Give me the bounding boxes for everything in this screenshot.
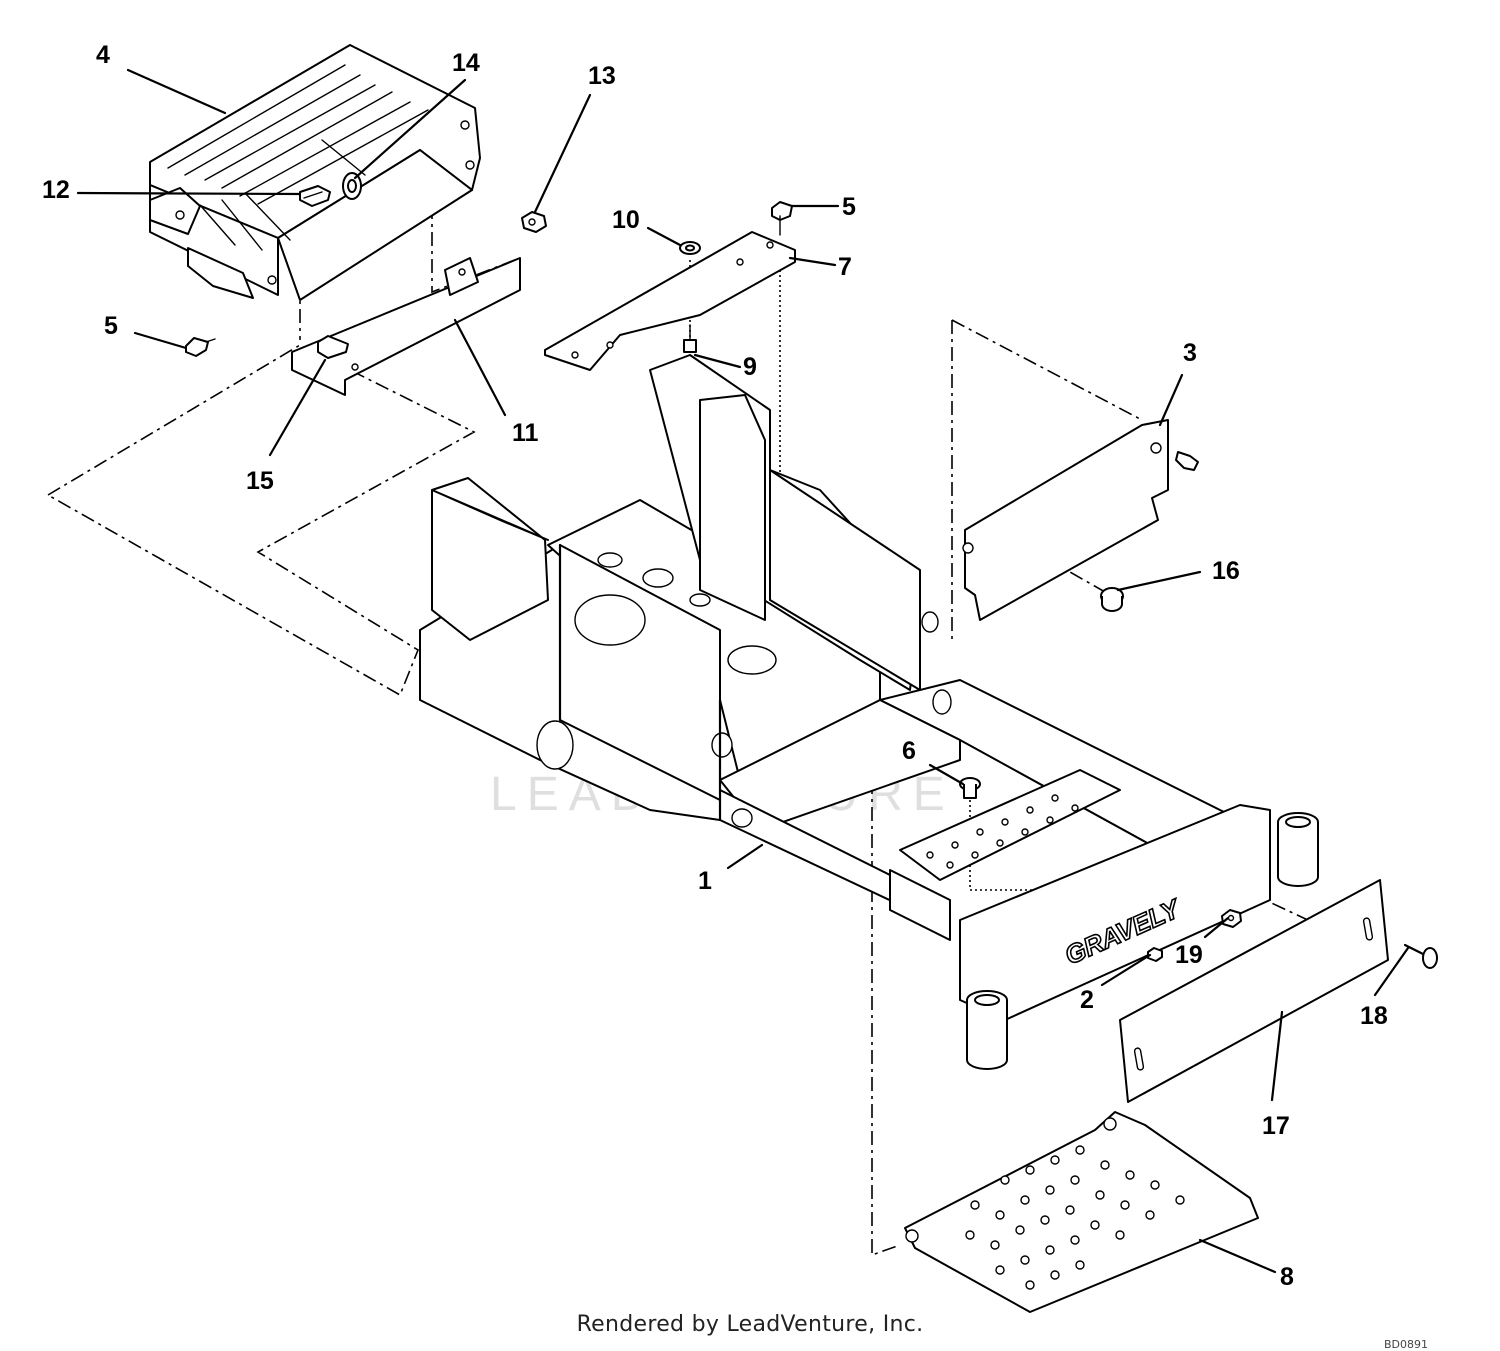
callout-6: 6 (902, 737, 916, 765)
bolt-part-6 (959, 777, 981, 799)
callout-9: 9 (743, 353, 757, 381)
bar-part-17 (1119, 879, 1389, 1103)
callout-5-top: 5 (842, 193, 856, 221)
callout-4: 4 (96, 41, 110, 69)
bolt-part-5-top (771, 201, 793, 236)
bolt-part-5-left (185, 337, 216, 357)
nut-part-2 (1147, 947, 1163, 962)
callout-3: 3 (1183, 339, 1197, 367)
washer-part-14 (342, 172, 362, 200)
seat-pan-part-4 (149, 44, 481, 301)
pin-part-18 (1403, 943, 1438, 969)
caster-tube-left (966, 990, 1008, 1070)
diagram-code: BD0891 (1384, 1338, 1429, 1351)
callout-7: 7 (838, 253, 852, 281)
callout-8: 8 (1280, 1263, 1294, 1291)
callout-13: 13 (588, 62, 616, 90)
nut-part-19 (1221, 909, 1242, 928)
knob-part-16 (1100, 587, 1124, 612)
bolt-near-part-3 (1175, 451, 1199, 471)
callout-16: 16 (1212, 557, 1240, 585)
washer-part-10 (679, 241, 701, 255)
callout-19: 19 (1175, 941, 1203, 969)
callout-5-left: 5 (104, 312, 118, 340)
callout-12: 12 (42, 176, 70, 204)
callout-10: 10 (612, 206, 640, 234)
main-frame-part-1: GRAVELY (419, 354, 1319, 1070)
callout-labels: 4 14 13 12 5 15 11 10 5 7 9 3 16 6 1 2 1… (42, 41, 1388, 1291)
caster-tube-right (1277, 812, 1319, 887)
bracket-part-11 (291, 257, 521, 396)
bolt-part-12 (299, 185, 331, 207)
footer-credit: Rendered by LeadVenture, Inc. (576, 1312, 924, 1337)
callout-15: 15 (246, 467, 274, 495)
callout-14: 14 (452, 49, 480, 77)
bracket-part-7 (544, 231, 796, 371)
footplate-part-8 (904, 1111, 1259, 1313)
callout-17: 17 (1262, 1112, 1290, 1140)
bolt-part-9 (683, 324, 697, 353)
nut-part-13 (521, 211, 547, 233)
leader-lines (76, 68, 1410, 1274)
callout-18: 18 (1360, 1002, 1388, 1030)
callout-2: 2 (1080, 986, 1094, 1014)
callout-11: 11 (512, 419, 539, 447)
plate-part-3 (962, 419, 1169, 621)
callout-1: 1 (698, 867, 712, 895)
bolt-part-15 (317, 335, 349, 359)
